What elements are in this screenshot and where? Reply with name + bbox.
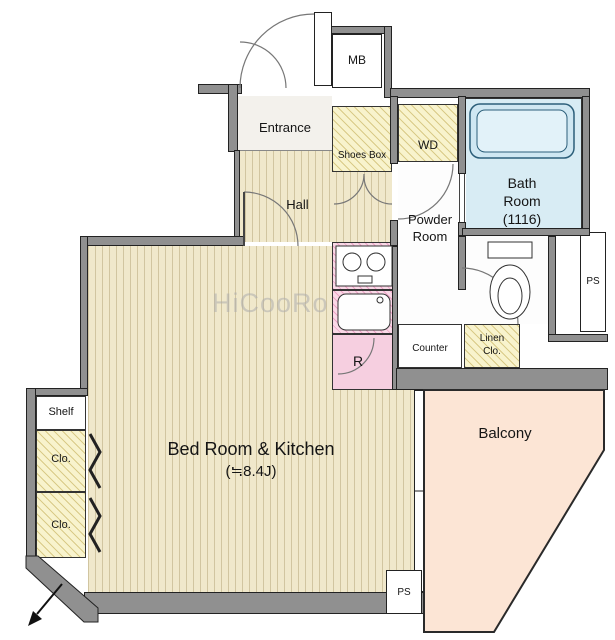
closet-upper-label: Clo. — [51, 453, 71, 465]
folding-door-icon — [88, 433, 102, 489]
bath-room-label: Bath Room (1116) — [502, 175, 542, 228]
wall-segment — [462, 228, 590, 236]
closet-lower-label: Clo. — [51, 519, 71, 531]
bedroom-kitchen-size: (≒8.4J) — [225, 463, 277, 480]
shoes-box-door-arc-right — [363, 175, 393, 205]
folding-door-icon — [88, 497, 102, 553]
ps-lower-label: PS — [397, 587, 411, 598]
diagonal-wall — [25, 555, 99, 623]
wall-segment — [390, 96, 398, 164]
powder-door-arc — [397, 163, 454, 220]
wall-segment — [392, 246, 398, 390]
watermark: HiCooRo — [212, 288, 329, 318]
room-main-upper — [88, 246, 332, 390]
entrance-door-arc-large — [239, 13, 315, 89]
wall-segment — [390, 220, 398, 246]
shoes-box-label: Shoes Box — [337, 150, 387, 161]
wall-segment — [390, 88, 590, 98]
hall-label: Hall — [286, 197, 309, 212]
bathtub-icon — [469, 103, 575, 159]
ps-upper-box — [580, 232, 606, 332]
linen-closet — [464, 324, 520, 368]
toilet-icon — [487, 241, 533, 320]
linen-closet-label: Linen Clo. — [479, 333, 505, 357]
wall-segment — [228, 84, 238, 152]
ps-lower-box — [386, 570, 422, 614]
bath-door — [458, 174, 466, 222]
fridge-door-arc — [337, 337, 375, 375]
entrance-label: Entrance — [258, 120, 312, 135]
wd-space — [398, 104, 458, 162]
entrance-door-leaf — [314, 12, 332, 86]
shelf-label: Shelf — [48, 406, 74, 418]
stove-icon — [335, 245, 393, 287]
north-arrow-icon — [28, 583, 63, 626]
wall-segment — [384, 26, 392, 98]
shoes-box — [332, 106, 392, 172]
entrance-door-arc-small — [239, 41, 287, 89]
wall-segment — [458, 236, 466, 290]
wd-label: WD — [418, 138, 438, 152]
mb-label: MB — [348, 53, 366, 67]
refrigerator-space — [332, 334, 396, 390]
room-main-lower — [88, 390, 414, 592]
room-entrance — [238, 96, 332, 150]
balcony-area — [423, 389, 605, 633]
mb-box — [332, 34, 382, 88]
refrigerator-label: R — [352, 353, 364, 369]
room-powder — [398, 164, 462, 324]
wall-segment — [198, 84, 242, 94]
bedroom-kitchen-label: Bed Room & Kitchen — [167, 439, 335, 459]
shelf-box — [36, 396, 86, 430]
powder-room-label: Powder Room — [407, 212, 453, 244]
hall-door-arc — [243, 191, 299, 247]
ps-upper-label: PS — [586, 276, 600, 287]
sink-icon — [337, 293, 391, 331]
counter-label: Counter — [412, 343, 448, 354]
wall-segment — [458, 96, 466, 174]
closet-upper-box — [36, 430, 86, 492]
balcony-label: Balcony — [478, 425, 532, 442]
wall-segment — [548, 334, 608, 342]
counter-area — [398, 324, 462, 368]
closet-lower-box — [36, 492, 86, 558]
